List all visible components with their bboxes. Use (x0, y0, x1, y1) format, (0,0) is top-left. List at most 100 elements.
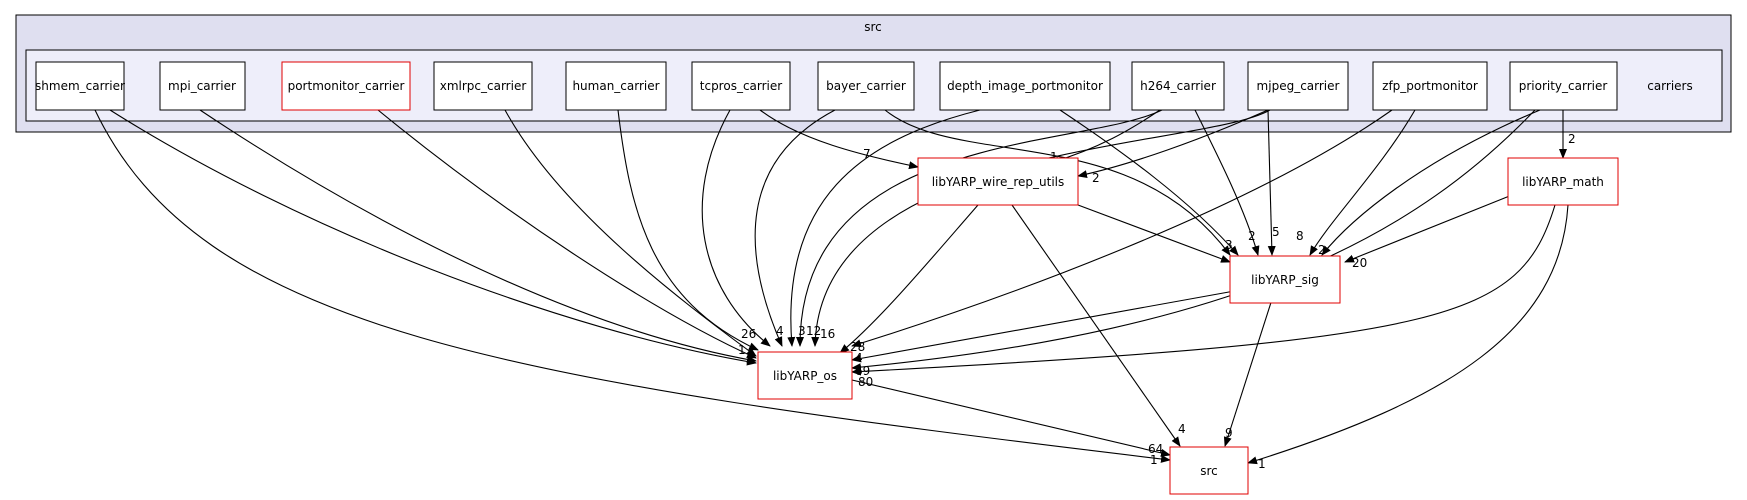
node-src[interactable]: src (1169, 446, 1249, 495)
node-zfp-portmonitor[interactable]: zfp_portmonitor (1372, 61, 1488, 111)
node-libyarp-os-label: libYARP_os (773, 369, 837, 383)
edge-label-26: 26 (741, 327, 756, 341)
node-zfp-portmonitor-label: zfp_portmonitor (1382, 79, 1478, 93)
node-tcpros-carrier-box (691, 61, 791, 111)
edge-sig-src (1223, 289, 1276, 447)
node-zfp-portmonitor-box (1372, 61, 1488, 111)
node-bayer-carrier-box (817, 61, 915, 111)
node-xmlrpc-carrier[interactable]: xmlrpc_carrier (433, 61, 533, 111)
node-portmonitor-carrier-label: portmonitor_carrier (288, 79, 405, 93)
node-bayer-carrier[interactable]: bayer_carrier (817, 61, 915, 111)
node-mjpeg-carrier-box (1247, 61, 1349, 111)
edge-label-src-4: 4 (1178, 422, 1186, 436)
edge-shmem-src (94, 109, 1171, 463)
edge-h264-sig (1194, 109, 1260, 256)
edge-label-sig-2a: 2 (1248, 229, 1256, 243)
edge-tcpros-os (701, 109, 771, 347)
edge-bayer-sig (884, 109, 1231, 256)
edge-sig-os (851, 289, 1241, 363)
edge-mjpeg-sig (1267, 109, 1276, 256)
node-libyarp-wire-rep-utils-box (917, 157, 1079, 206)
node-libyarp-os[interactable]: libYARP_os (757, 351, 853, 400)
node-depth-image-portmonitor[interactable]: depth_image_portmonitor (939, 61, 1111, 111)
node-mjpeg-carrier[interactable]: mjpeg_carrier (1247, 61, 1349, 111)
edge-os-src (851, 379, 1171, 457)
node-xmlrpc-carrier-label: xmlrpc_carrier (440, 79, 527, 93)
node-libyarp-sig-box (1229, 255, 1341, 304)
node-libyarp-wire-rep-utils[interactable]: libYARP_wire_rep_utils (917, 157, 1079, 206)
edge-shmem-os (109, 109, 757, 366)
edge-mjpeg-wire (1077, 109, 1269, 179)
node-src-label: src (1200, 464, 1218, 478)
node-libyarp-sig[interactable]: libYARP_sig (1229, 255, 1341, 304)
edge-depth-sig (1059, 109, 1239, 256)
node-libyarp-sig-label: libYARP_sig (1251, 273, 1319, 287)
node-mjpeg-carrier-label: mjpeg_carrier (1257, 79, 1340, 93)
edge-label-7: 7 (863, 147, 871, 161)
edge-labels: 26 1 4 7 3 12 16 1 2 2 3 2 5 8 2 20 28 4… (738, 132, 1576, 471)
edge-human-os (617, 109, 759, 351)
edge-label-wire-1: 1 (1050, 150, 1058, 164)
cluster-src-label: src (864, 20, 882, 34)
edge-label-3: 3 (798, 324, 806, 338)
node-shmem-carrier[interactable]: shmem_carrier (35, 61, 125, 111)
edge-mpi-os (199, 109, 757, 364)
edge-label-4: 4 (776, 324, 784, 338)
node-priority-carrier-box (1509, 61, 1618, 111)
edge-label-16: 16 (820, 327, 835, 341)
edge-label-src-11: 1 (1150, 453, 1158, 467)
edge-math-src (1247, 204, 1569, 465)
node-xmlrpc-carrier-box (433, 61, 533, 111)
node-portmonitor-carrier[interactable]: portmonitor_carrier (281, 61, 411, 111)
edge-label-os-80: 80 (858, 375, 873, 389)
node-mpi-carrier-label: mpi_carrier (168, 79, 236, 93)
node-portmonitor-carrier-box (281, 61, 411, 111)
edge-label-sig-5: 5 (1272, 225, 1280, 239)
edge-label-os-69: 69 (855, 364, 870, 378)
edge-label-src-9: 9 (1225, 426, 1233, 440)
edge-label-sig-2b: 2 (1318, 243, 1326, 257)
edge-label-math-2: 2 (1568, 132, 1576, 146)
node-tcpros-carrier[interactable]: tcpros_carrier (691, 61, 791, 111)
node-tcpros-carrier-label: tcpros_carrier (700, 79, 783, 93)
edge-wire-os (839, 204, 979, 354)
node-h264-carrier-box (1131, 61, 1225, 111)
edge-math-os (851, 204, 1556, 376)
node-mpi-carrier-box (159, 61, 246, 111)
edge-xmlrpc-os (504, 109, 757, 357)
edge-wire-src (1011, 204, 1181, 447)
edge-portmonitor-os (377, 109, 757, 359)
node-h264-carrier[interactable]: h264_carrier (1131, 61, 1225, 111)
node-human-carrier-label: human_carrier (572, 79, 659, 93)
carrier-nodes: shmem_carrier mpi_carrier portmonitor_ca… (35, 61, 1618, 111)
node-libyarp-os-box (757, 351, 853, 400)
edge-zfp-os (851, 109, 1393, 348)
edge-tcpros-wire (759, 109, 919, 170)
edge-mjpeg-os (811, 109, 1271, 347)
edge-label-wire-2: 2 (1092, 171, 1100, 185)
node-libyarp-math-label: libYARP_math (1522, 175, 1604, 189)
edges (94, 109, 1569, 465)
node-priority-carrier[interactable]: priority_carrier (1509, 61, 1618, 111)
edge-label-sig-8: 8 (1296, 229, 1304, 243)
edge-math-sig (1344, 194, 1513, 263)
node-mpi-carrier[interactable]: mpi_carrier (159, 61, 246, 111)
node-libyarp-math[interactable]: libYARP_math (1507, 157, 1619, 206)
library-nodes: libYARP_wire_rep_utils libYARP_sig libYA… (757, 157, 1619, 495)
edge-label-src-64: 64 (1148, 442, 1163, 456)
node-shmem-carrier-label: shmem_carrier (35, 79, 125, 93)
edge-priority-sig (1321, 109, 1541, 256)
node-depth-image-portmonitor-box (939, 61, 1111, 111)
node-depth-image-portmonitor-label: depth_image_portmonitor (947, 79, 1103, 93)
edge-label-12: 12 (806, 324, 821, 338)
node-priority-carrier-label: priority_carrier (1519, 79, 1608, 93)
edge-label-sig-20: 20 (1352, 256, 1367, 270)
node-src-box (1169, 446, 1249, 495)
edge-label-sig-3: 3 (1225, 238, 1233, 252)
node-libyarp-wire-rep-utils-label: libYARP_wire_rep_utils (932, 175, 1065, 189)
edge-label-os-4: 4 (855, 351, 863, 365)
edge-bayer-os (754, 109, 836, 347)
edge-label-src-1: 1 (1258, 457, 1266, 471)
node-human-carrier[interactable]: human_carrier (565, 61, 667, 111)
